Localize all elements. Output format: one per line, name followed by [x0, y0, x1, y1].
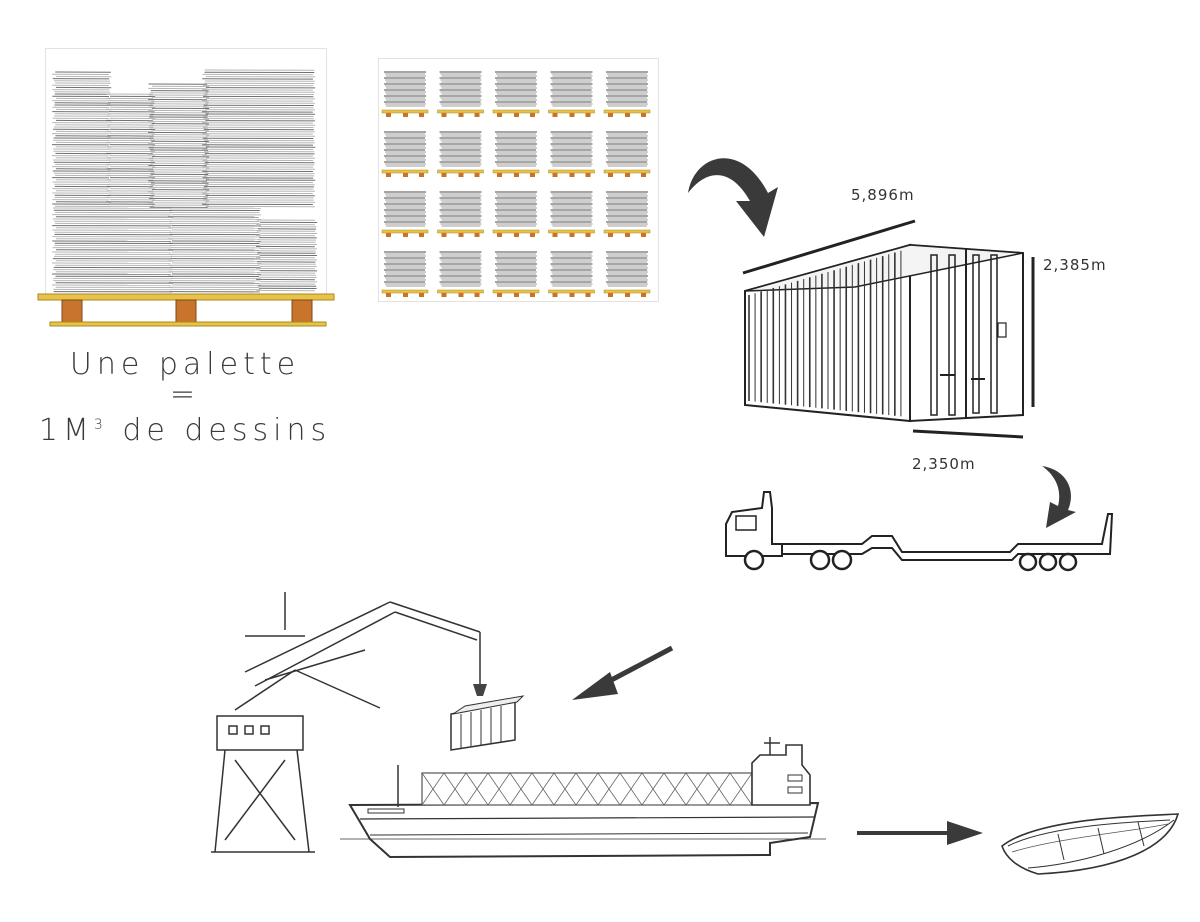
grid-pallet [492, 71, 540, 117]
grid-pallet [603, 251, 651, 297]
grid-pallet [492, 251, 540, 297]
caption-line-3: 1M3 de dessins [20, 408, 350, 448]
shipping-container-drawing [742, 219, 1035, 439]
grid-pallet [437, 251, 484, 297]
pallet-bottom-board [49, 321, 327, 327]
grid-pallet [381, 251, 429, 297]
curved-arrow-icon [688, 158, 778, 237]
grid-pallet [492, 191, 540, 237]
arrow-to-boat-icon [857, 821, 983, 845]
caption-exponent: 3 [93, 417, 108, 433]
pallet-block [175, 299, 197, 323]
caption-suffix: de dessins [107, 413, 332, 448]
caption-volume: 1M [38, 413, 94, 448]
pallet-grid-panel [378, 58, 659, 302]
rowboat-drawing [1001, 813, 1180, 875]
grid-pallet [548, 71, 595, 117]
single-pallet-illustration [37, 69, 335, 327]
grid-pallet [548, 251, 595, 297]
container-height-label: 2,385m [1043, 256, 1107, 274]
container-ribs [748, 250, 902, 417]
grid-pallet [492, 131, 540, 177]
grid-pallet [437, 191, 484, 237]
port-crane-drawing [211, 592, 525, 853]
grid-pallet [381, 191, 429, 237]
caption-line-2: = [169, 377, 201, 412]
caption-line-1: Une palette [69, 347, 301, 382]
grid-pallet [603, 131, 651, 177]
pallet-block [61, 299, 83, 323]
arrow-to-port-icon [572, 645, 674, 700]
curved-arrow-small-icon [1042, 466, 1076, 528]
pallet-top-board [37, 293, 335, 301]
pallet-grid [381, 71, 651, 297]
container-length-label: 5,896m [851, 186, 915, 204]
grid-pallet [603, 71, 651, 117]
grid-pallet [381, 71, 429, 117]
pallet-block [291, 299, 313, 323]
cargo-ship-drawing [340, 737, 826, 859]
grid-pallet [437, 71, 484, 117]
truck-trailer-drawing [725, 491, 1114, 572]
ship-cargo-pattern [421, 772, 753, 806]
pallet-caption: Une palette = 1M3 de dessins [20, 348, 350, 448]
grid-pallet [548, 191, 595, 237]
paper-stack [51, 69, 318, 293]
grid-pallet [381, 131, 429, 177]
grid-pallet [437, 131, 484, 177]
grid-pallet [603, 191, 651, 237]
container-width-label: 2,350m [912, 455, 976, 473]
grid-pallet [548, 131, 595, 177]
